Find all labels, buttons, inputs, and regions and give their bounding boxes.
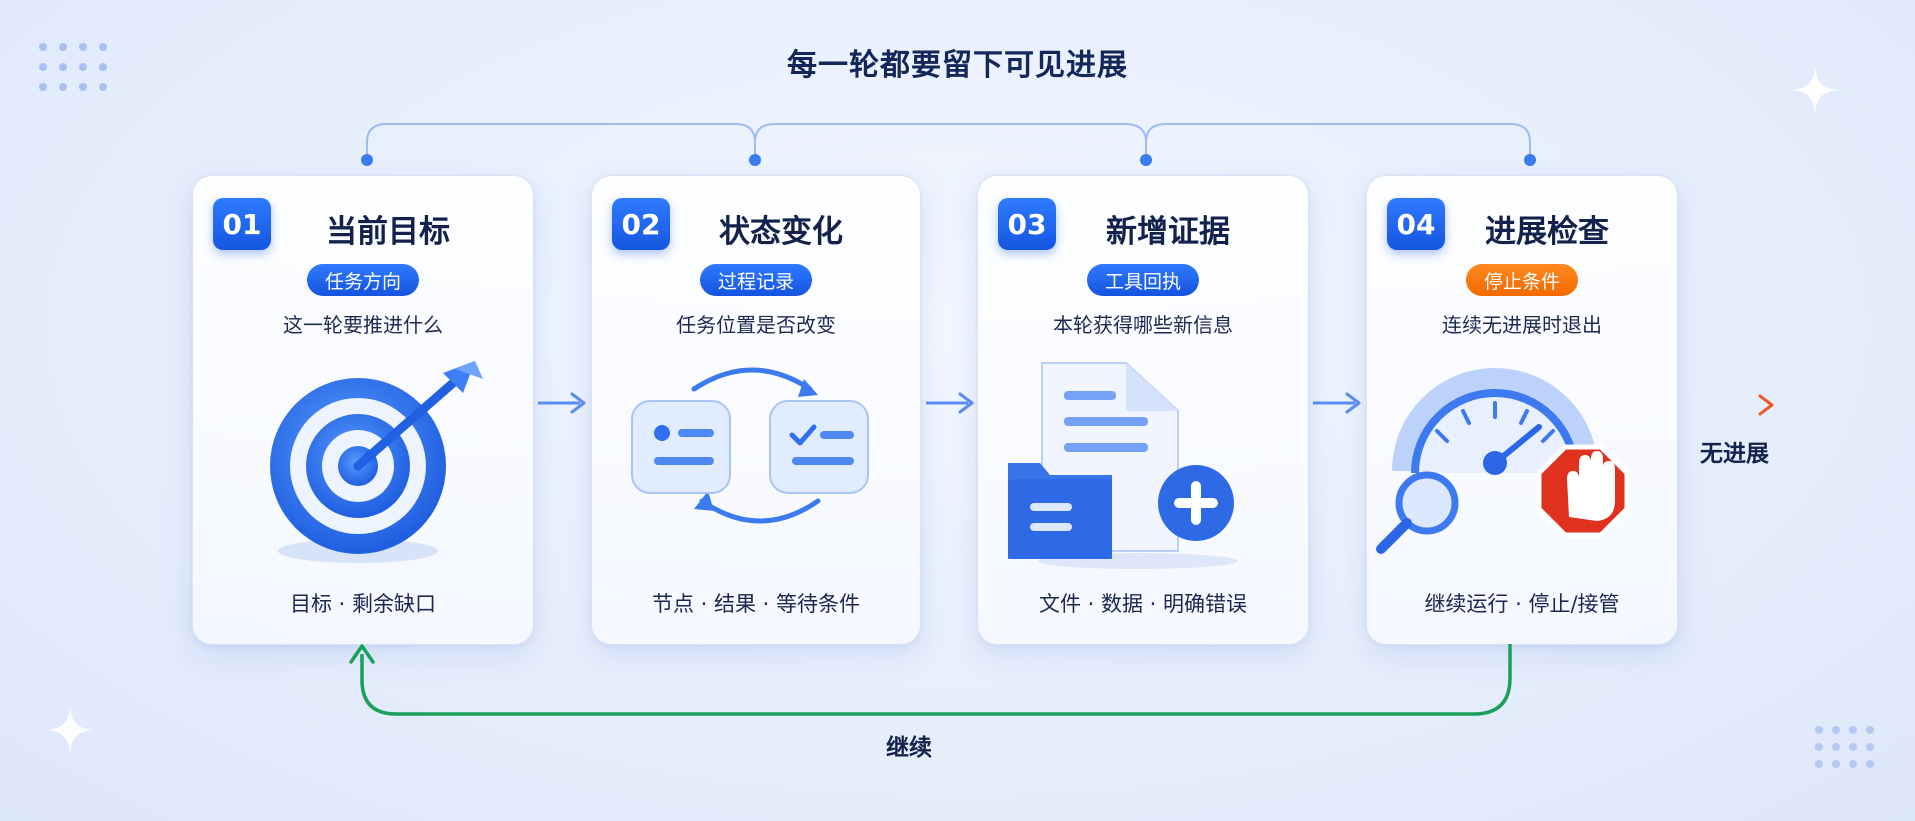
step-number: 04 <box>1387 198 1445 250</box>
step-title: 进展检查 <box>1485 214 1609 250</box>
step-number: 02 <box>612 198 670 250</box>
state-cycle-icon <box>631 367 869 524</box>
step-description: 本轮获得哪些新信息 <box>1053 313 1233 337</box>
document-add-icon <box>1008 362 1238 569</box>
step-footer: 文件 · 数据 · 明确错误 <box>1038 592 1248 616</box>
flow-arrow-icon <box>926 392 974 414</box>
flow-arrow-icon <box>1313 392 1361 414</box>
step-card-1: 01 当前目标 任务方向 这一轮要推进什么 目标 · 剩余缺口 <box>192 175 534 645</box>
step-card-4: 04 进展检查 停止条件 连续无进展时退出 继续运行 · 停止/接管 <box>1366 175 1678 645</box>
step-description: 这一轮要推进什么 <box>283 313 443 337</box>
step-number: 01 <box>213 198 271 250</box>
step-tag: 过程记录 <box>699 264 813 296</box>
step-description: 连续无进展时退出 <box>1442 313 1602 337</box>
step-tag: 工具回执 <box>1086 264 1200 296</box>
flow-arrow-icon <box>538 392 586 414</box>
page-title: 每一轮都要留下可见进展 <box>787 48 1128 83</box>
top-connector-lines <box>361 123 1536 166</box>
step-card-3: 03 新增证据 工具回执 本轮获得哪些新信息 文件 · 数据 · 明确错误 <box>977 175 1309 645</box>
step-footer: 继续运行 · 停止/接管 <box>1424 592 1620 616</box>
no-progress-label: 无进展 <box>1700 441 1769 467</box>
step-number: 03 <box>998 198 1056 250</box>
target-icon <box>270 361 483 563</box>
step-footer: 目标 · 剩余缺口 <box>289 592 437 616</box>
step-title: 当前目标 <box>326 214 450 250</box>
step-footer: 节点 · 结果 · 等待条件 <box>651 592 861 616</box>
no-progress-arrow-icon <box>1682 394 1774 416</box>
decorative-dots-bottom-right <box>1815 726 1874 768</box>
step-title: 状态变化 <box>719 214 843 250</box>
step-description: 任务位置是否改变 <box>676 313 836 337</box>
continue-loop-arrow <box>349 644 1512 716</box>
decorative-dots-top-left <box>39 43 107 91</box>
step-title: 新增证据 <box>1106 214 1230 250</box>
sparkle-icon <box>1792 67 1838 113</box>
sparkle-icon <box>47 707 93 753</box>
step-card-2: 02 状态变化 过程记录 任务位置是否改变 节点 · 结果 · 等待条件 <box>591 175 921 645</box>
continue-label: 继续 <box>886 735 932 761</box>
gauge-stop-icon <box>1376 368 1630 554</box>
step-tag: 停止条件 <box>1465 264 1579 296</box>
step-tag: 任务方向 <box>306 264 420 296</box>
